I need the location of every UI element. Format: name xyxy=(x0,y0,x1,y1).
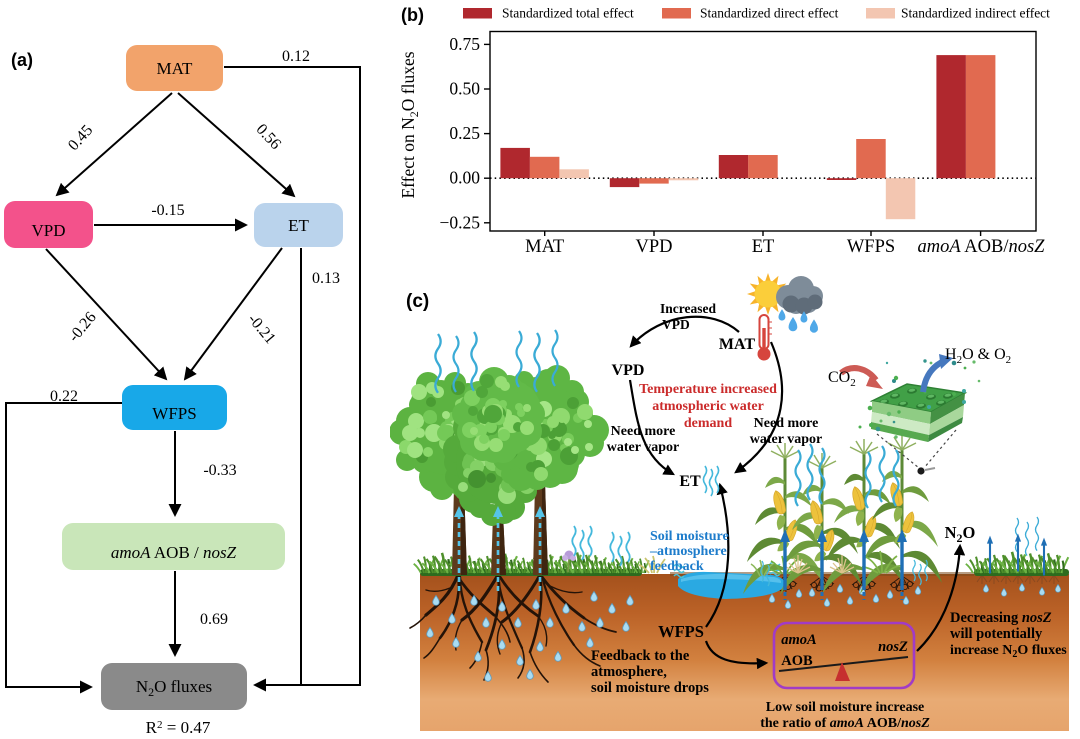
svg-text:MAT: MAT xyxy=(525,237,564,257)
svg-text:ET: ET xyxy=(679,473,701,490)
svg-text:N2O: N2O xyxy=(945,523,976,545)
svg-text:Low soil moisture increase: Low soil moisture increase xyxy=(766,700,925,715)
svg-text:atmosphere,: atmosphere, xyxy=(591,664,667,680)
svg-text:Effect on N2O fluxes: Effect on N2O fluxes xyxy=(398,51,421,198)
svg-text:H2O & O2: H2O & O2 xyxy=(945,346,1011,366)
svg-text:0.45: 0.45 xyxy=(65,122,96,154)
svg-text:0.12: 0.12 xyxy=(282,48,310,65)
svg-text:Standardized direct effect: Standardized direct effect xyxy=(700,6,839,21)
svg-text:amoA AOB/nosZ: amoA AOB/nosZ xyxy=(918,237,1046,257)
svg-text:(a): (a) xyxy=(11,50,33,70)
svg-text:the ratio of amoA AOB/nosZ: the ratio of amoA AOB/nosZ xyxy=(760,716,930,731)
svg-text:0.50: 0.50 xyxy=(449,79,480,99)
svg-text:VPD: VPD xyxy=(612,362,645,379)
svg-text:amoA: amoA xyxy=(781,632,817,648)
svg-text:R2 = 0.47: R2 = 0.47 xyxy=(146,718,211,737)
svg-text:0.69: 0.69 xyxy=(200,611,228,628)
svg-text:(b): (b) xyxy=(401,5,424,25)
svg-text:–atmosphere: –atmosphere xyxy=(649,544,727,559)
svg-text:VPD: VPD xyxy=(31,221,65,240)
svg-text:water vapor: water vapor xyxy=(750,432,822,447)
svg-text:feedback: feedback xyxy=(650,559,704,574)
svg-text:Standardized total effect: Standardized total effect xyxy=(502,6,634,21)
svg-text:demand: demand xyxy=(684,416,732,431)
svg-text:atmospheric water: atmospheric water xyxy=(652,399,764,414)
svg-text:WFPS: WFPS xyxy=(847,237,895,257)
svg-text:MAT: MAT xyxy=(157,59,194,78)
svg-text:0.00: 0.00 xyxy=(449,168,480,188)
svg-text:Temperature increased: Temperature increased xyxy=(639,382,777,397)
svg-text:AOB: AOB xyxy=(781,653,813,669)
svg-text:Standardized indirect effect: Standardized indirect effect xyxy=(901,6,1050,21)
svg-text:VPD: VPD xyxy=(635,237,672,257)
svg-text:WFPS: WFPS xyxy=(658,622,704,641)
svg-text:-0.15: -0.15 xyxy=(151,202,184,219)
svg-text:CO2: CO2 xyxy=(828,369,856,389)
svg-text:VPD: VPD xyxy=(662,317,690,332)
svg-text:Increased: Increased xyxy=(660,301,716,316)
svg-text:water vapor: water vapor xyxy=(607,440,679,455)
svg-text:0.22: 0.22 xyxy=(50,388,78,405)
svg-text:(c): (c) xyxy=(406,291,429,312)
svg-text:Need more: Need more xyxy=(754,416,819,431)
svg-text:N2O fluxes: N2O fluxes xyxy=(136,677,212,699)
svg-text:Need more: Need more xyxy=(611,424,676,439)
svg-text:0.25: 0.25 xyxy=(449,123,480,143)
svg-text:0.75: 0.75 xyxy=(449,34,480,54)
svg-text:−0.25: −0.25 xyxy=(440,212,481,232)
svg-text:nosZ: nosZ xyxy=(878,639,908,655)
svg-text:0.13: 0.13 xyxy=(312,270,340,287)
svg-text:increase N2O fluxes: increase N2O fluxes xyxy=(950,643,1067,660)
svg-text:Soil moisture: Soil moisture xyxy=(650,529,729,544)
svg-text:Decreasing nosZ: Decreasing nosZ xyxy=(950,610,1052,626)
svg-text:-0.26: -0.26 xyxy=(65,309,99,345)
svg-text:WFPS: WFPS xyxy=(152,404,196,423)
svg-text:-0.33: -0.33 xyxy=(203,462,236,479)
svg-text:ET: ET xyxy=(288,216,309,235)
svg-text:-0.21: -0.21 xyxy=(244,311,278,347)
svg-text:Feedback to the: Feedback to the xyxy=(591,648,690,664)
svg-text:will potentially: will potentially xyxy=(950,626,1043,642)
svg-text:amoA AOB / nosZ: amoA AOB / nosZ xyxy=(111,543,237,562)
svg-text:0.56: 0.56 xyxy=(253,121,285,153)
svg-text:MAT: MAT xyxy=(719,336,755,353)
svg-text:soil moisture drops: soil moisture drops xyxy=(591,680,709,696)
svg-text:ET: ET xyxy=(752,237,775,257)
